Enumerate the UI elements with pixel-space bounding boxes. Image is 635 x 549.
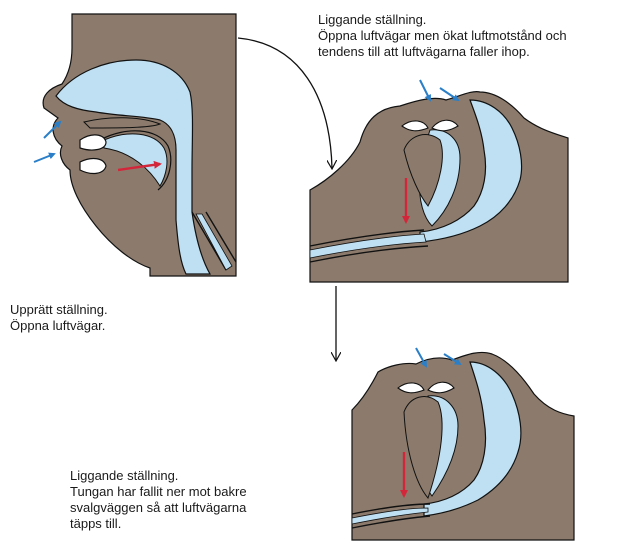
caption-line: täpps till. [70,516,247,532]
caption-line: Liggande ställning. [318,12,567,28]
panel-upright [34,14,236,276]
caption-line: Öppna luftvägar men ökat luftmotstånd oc… [318,28,567,44]
caption-upright: Upprätt ställning. Öppna luftvägar. [10,302,108,334]
caption-line: Upprätt ställning. [10,302,108,318]
caption-lying-open: Liggande ställning. Öppna luftvägar men … [318,12,567,60]
caption-line: Tungan har fallit ner mot bakre [70,484,247,500]
caption-line: tendens till att luftvägarna faller ihop… [318,44,567,60]
blue-arrow-icon [34,154,54,162]
caption-line: Öppna luftvägar. [10,318,108,334]
blue-arrow-icon [420,80,430,100]
caption-line: Liggande ställning. [70,468,247,484]
caption-lying-blocked: Liggande ställning. Tungan har fallit ne… [70,468,247,532]
blue-arrow-icon [440,88,458,100]
caption-line: svalgväggen så att luftvägarna [70,500,247,516]
panel-lying-open [310,80,568,282]
panel-lying-blocked [352,348,574,540]
